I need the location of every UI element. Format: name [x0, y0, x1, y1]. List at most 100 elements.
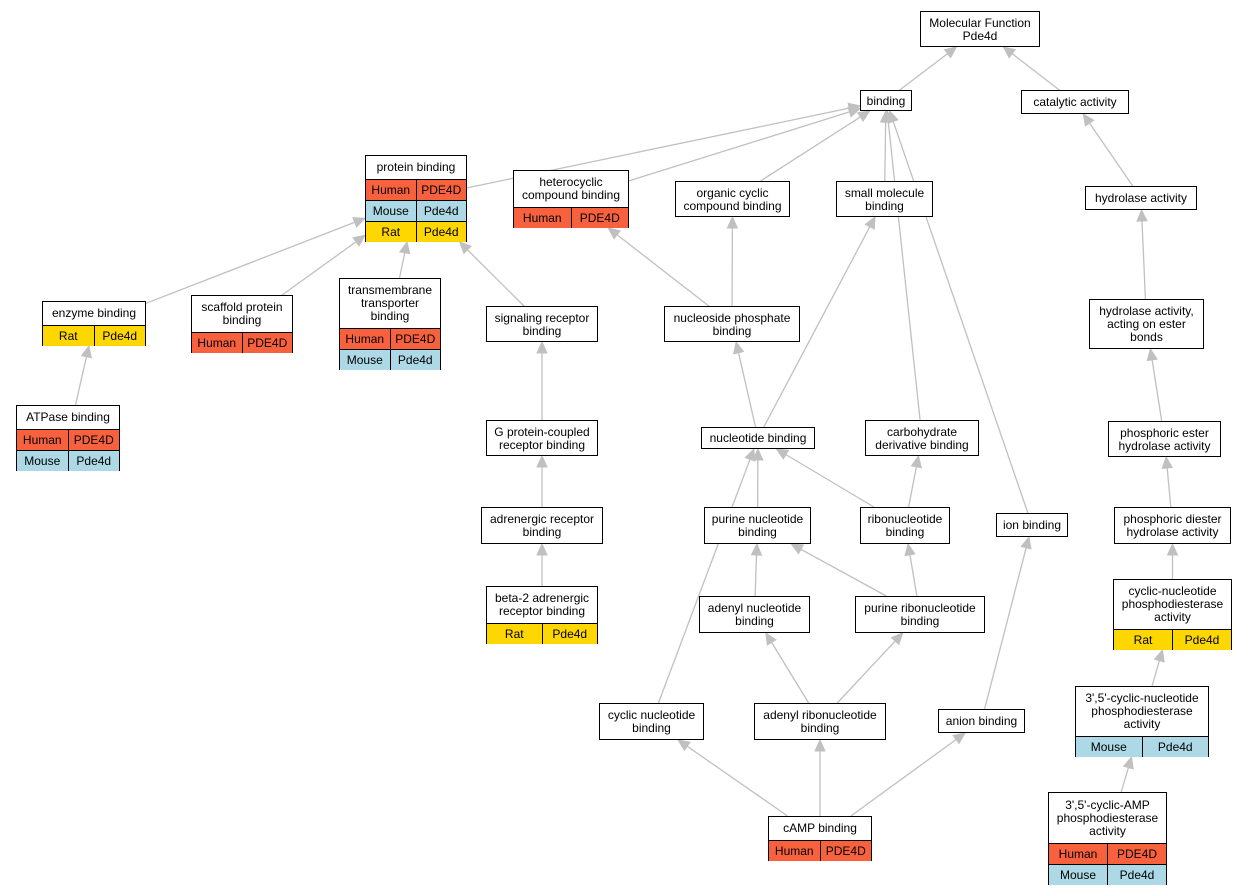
go-term-node-hydrolase[interactable]: hydrolase activity: [1085, 186, 1197, 210]
edge-camppde-to-cn35: [1120, 767, 1130, 793]
go-term-node-signaling[interactable]: signaling receptor binding: [486, 306, 598, 342]
species-name: Human: [774, 843, 814, 858]
go-term-node-camppde[interactable]: 3',5'-cyclic-AMP phosphodiesterase activ…: [1048, 792, 1167, 885]
go-term-node-adenylribo[interactable]: adenyl ribonucleotide binding: [754, 703, 886, 740]
go-term-node-anion[interactable]: anion binding: [938, 709, 1025, 733]
go-term-node-ion[interactable]: ion binding: [996, 513, 1068, 537]
edge-enzyme-to-protein: [145, 221, 355, 304]
go-term-label: cyclic-nucleotide phosphodiesterase acti…: [1121, 584, 1224, 624]
arrowhead-catalytic-to-mf: [1002, 46, 1017, 59]
arrowhead-adenylribo-to-purribo: [890, 632, 904, 646]
go-term-node-mf[interactable]: Molecular Function Pde4d: [920, 11, 1040, 47]
edge-nucleotide-to-nucphos: [737, 352, 757, 428]
go-term-label: nucleotide binding: [709, 431, 807, 445]
go-term-node-carbo[interactable]: carbohydrate derivative binding: [865, 420, 979, 456]
go-term-node-binding[interactable]: binding: [860, 90, 912, 111]
go-term-node-adenyl[interactable]: adenyl nucleotide binding: [699, 596, 810, 633]
edge-atpase-to-enzyme: [74, 356, 88, 406]
edge-scaffold-to-protein: [281, 241, 357, 296]
go-term-label: adenyl nucleotide binding: [707, 601, 802, 628]
edge-nucleotide-to-smallmol: [763, 226, 871, 428]
edge-hetero-to-binding: [628, 111, 850, 182]
go-term-node-smallmol[interactable]: small molecule binding: [836, 181, 933, 217]
go-term-label: heterocyclic compound binding: [521, 175, 621, 202]
species-name: Human: [22, 432, 62, 447]
gene-symbol: Pde4d: [415, 222, 467, 242]
arrowhead-nucleotide-to-nucphos: [733, 340, 745, 355]
arrowhead-phosdiester-to-phosester: [1161, 455, 1173, 469]
go-term-node-phosdiester[interactable]: phosphoric diester hydrolase activity: [1114, 507, 1231, 544]
arrowhead-ribonuc-to-carbo: [910, 454, 922, 469]
go-term-label: purine ribonucleotide binding: [864, 601, 976, 628]
go-term-node-adrenergic[interactable]: adrenergic receptor binding: [481, 507, 603, 544]
go-term-node-phosester[interactable]: phosphoric ester hydrolase activity: [1108, 421, 1221, 457]
gene-symbol: PDE4D: [415, 180, 467, 200]
arrowhead-hydester-to-hydrolase: [1136, 208, 1148, 222]
arrowhead-purine-to-nucleotide: [752, 447, 764, 461]
edge-anion-to-ion: [983, 547, 1027, 710]
gene-symbol: Pde4d: [389, 350, 441, 370]
arrowhead-binding-to-mf: [943, 46, 958, 59]
go-term-node-ribonuc[interactable]: ribonucleotide binding: [860, 507, 950, 544]
arrowhead-cyclicnuc-to-nucleotide: [744, 447, 756, 462]
gene-symbol: Pde4d: [1107, 865, 1166, 885]
go-term-node-hydester[interactable]: hydrolase activity, acting on ester bond…: [1089, 299, 1204, 349]
go-term-node-purine[interactable]: purine nucleotide binding: [704, 507, 811, 544]
go-term-label: scaffold protein binding: [201, 300, 283, 327]
go-term-label: hydrolase activity, acting on ester bond…: [1099, 304, 1194, 344]
edge-camp-to-anion: [850, 738, 957, 817]
go-term-label: G protein-coupled receptor binding: [494, 424, 590, 452]
go-term-node-nucphos[interactable]: nucleoside phosphate binding: [664, 306, 800, 342]
go-term-label: phosphoric diester hydrolase activity: [1123, 512, 1222, 539]
gene-symbol: Pde4d: [93, 326, 146, 346]
go-term-node-cnpde[interactable]: cyclic-nucleotide phosphodiesterase acti…: [1113, 579, 1232, 650]
go-term-label: carbohydrate derivative binding: [875, 424, 969, 452]
edge-adenyl-to-purine: [754, 554, 758, 597]
go-term-node-cn35[interactable]: 3',5'-cyclic-nucleotide phosphodiesteras…: [1075, 686, 1209, 757]
arrowhead-transmem-to-protein: [398, 240, 411, 255]
go-term-node-gpcr[interactable]: G protein-coupled receptor binding: [486, 420, 598, 456]
go-term-node-cyclicnuc[interactable]: cyclic nucleotide binding: [599, 703, 704, 740]
species-name: Human: [1058, 846, 1098, 861]
go-term-node-catalytic[interactable]: catalytic activity: [1021, 90, 1129, 114]
arrowhead-nucleotide-to-smallmol: [864, 215, 876, 230]
arrowhead-organic-to-binding: [856, 110, 871, 123]
arrowhead-hetero-to-binding: [847, 106, 862, 118]
edge-ribonuc-to-nucleotide: [785, 454, 875, 508]
gene-symbol: Pde4d: [415, 201, 467, 221]
arrowhead-phosester-to-hydester: [1146, 347, 1158, 362]
go-term-label: cAMP binding: [783, 821, 857, 835]
go-term-node-purribo[interactable]: purine ribonucleotide binding: [855, 596, 985, 633]
edge-camp-to-cyclicnuc: [686, 745, 788, 817]
go-term-node-organic[interactable]: organic cyclic compound binding: [675, 181, 790, 217]
go-term-node-nucleotide[interactable]: nucleotide binding: [701, 427, 815, 449]
species-name: Human: [522, 210, 562, 225]
arrowhead-camp-to-cyclicnuc: [677, 739, 691, 752]
go-term-label: hydrolase activity: [1094, 191, 1188, 205]
arrowhead-anion-to-ion: [1020, 535, 1032, 550]
arrowhead-nucphos-to-hetero: [607, 227, 621, 240]
arrowhead-ribonuc-to-nucleotide: [775, 448, 790, 460]
go-term-label: ion binding: [1002, 518, 1062, 532]
